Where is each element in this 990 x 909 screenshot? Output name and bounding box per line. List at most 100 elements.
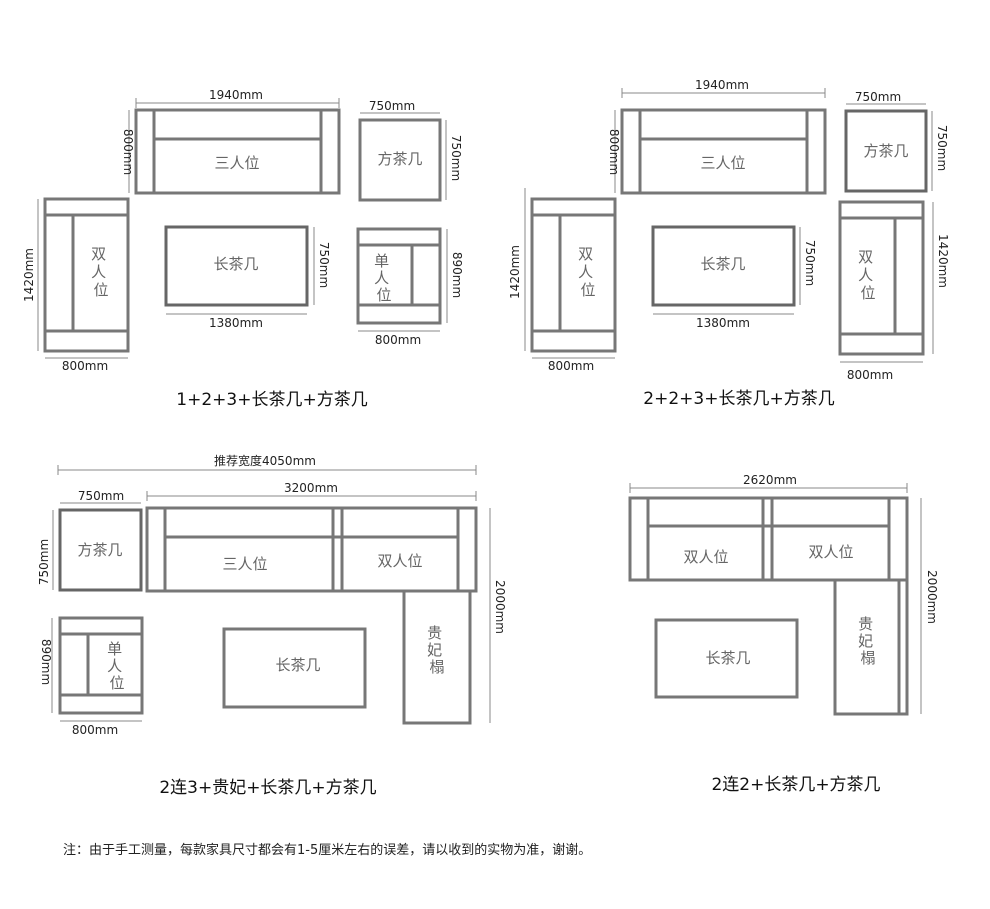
two-seat-sofa-right: 双 人 位 bbox=[838, 200, 925, 356]
layout-4-dimensions: 2620mm 2000mm bbox=[629, 473, 939, 714]
table-depth-dim: 750mm bbox=[317, 242, 331, 288]
sofa-length-dim: 2000mm bbox=[493, 580, 507, 634]
three-seat-label: 三人位 bbox=[700, 154, 745, 172]
square-table: 方茶几 bbox=[844, 109, 928, 193]
two-seat-char-3: 位 bbox=[93, 281, 108, 299]
chaise-char-1: 贵 bbox=[858, 615, 873, 633]
layout-4-caption: 2连2+长茶几+方茶几 bbox=[711, 775, 880, 795]
layout-4: 双人位 双人位 贵 妃 榻 长茶几 2620mm 2000mm 2连2+长茶几+… bbox=[628, 473, 939, 795]
two-seat-char-2: 人 bbox=[91, 263, 106, 281]
square-width-dim: 750mm bbox=[369, 99, 415, 113]
chaise-label: 贵 妃 榻 bbox=[427, 624, 447, 676]
l-sofa: 三人位 双人位 bbox=[145, 506, 478, 593]
chaise-lounge: 贵 妃 榻 bbox=[402, 589, 472, 725]
single-depth-dim: 890mm bbox=[39, 639, 53, 685]
two-seat-left-char-2: 人 bbox=[578, 263, 593, 281]
single-seat-char-1: 单 bbox=[374, 252, 389, 270]
two-seat-left-char-1: 双 bbox=[578, 245, 593, 263]
chaise-label: 贵 妃 榻 bbox=[858, 615, 878, 667]
sofa2-width-dim: 800mm bbox=[548, 359, 594, 373]
two-seat-left-char-3: 位 bbox=[580, 281, 595, 299]
sofa3-width-dim: 1940mm bbox=[695, 78, 749, 92]
sofa-length-dim: 2000mm bbox=[925, 570, 939, 624]
two-seat-label: 双人位 bbox=[377, 552, 422, 570]
square-depth-dim: 750mm bbox=[449, 135, 463, 181]
single-width-dim: 800mm bbox=[72, 723, 118, 737]
sofa3-depth-dim: 800mm bbox=[121, 129, 135, 175]
two-seat-right-label: 双 人 位 bbox=[858, 248, 878, 302]
square-depth-dim: 750mm bbox=[37, 539, 51, 585]
table-width-dim: 1380mm bbox=[209, 316, 263, 330]
sofa3-depth-dim: 800mm bbox=[607, 129, 621, 175]
sofa2-length-dim: 1420mm bbox=[22, 248, 36, 302]
sofa3-width-dim: 1940mm bbox=[209, 88, 263, 102]
three-seat-label: 三人位 bbox=[222, 555, 267, 573]
long-table-label: 长茶几 bbox=[705, 649, 750, 667]
right-width-dim: 800mm bbox=[847, 368, 893, 382]
single-seat-sofa: 单 人 位 bbox=[356, 227, 442, 325]
measurement-note: 注：由于手工测量，每款家具尺寸都会有1-5厘米左右的误差，请以收到的实物为准，谢… bbox=[63, 842, 591, 858]
single-seat-char-2: 人 bbox=[374, 269, 389, 287]
layout-3-caption: 2连3+贵妃+长茶几+方茶几 bbox=[159, 778, 376, 798]
chaise-char-3: 榻 bbox=[860, 649, 875, 667]
two-seat-left-label: 双人位 bbox=[683, 548, 728, 566]
two-seat-sofa-left: 双 人 位 bbox=[530, 197, 617, 353]
three-seat-sofa: 三人位 bbox=[620, 108, 827, 195]
single-width-dim: 800mm bbox=[375, 333, 421, 347]
sofa2-length-dim: 1420mm bbox=[508, 245, 522, 299]
square-width-dim: 750mm bbox=[78, 489, 124, 503]
long-table-label: 长茶几 bbox=[213, 255, 258, 273]
square-width-dim: 750mm bbox=[855, 90, 901, 104]
recommended-width-dim: 推荐宽度4050mm bbox=[214, 453, 316, 468]
two-seat-right-label: 双人位 bbox=[808, 543, 853, 561]
sofa-width-dim: 3200mm bbox=[284, 481, 338, 495]
long-table: 长茶几 bbox=[164, 225, 309, 307]
long-table-label: 长茶几 bbox=[275, 656, 320, 674]
single-depth-dim: 890mm bbox=[450, 252, 464, 298]
two-seat-sofa: 双 人 位 bbox=[43, 197, 130, 353]
sofa2-width-dim: 800mm bbox=[62, 359, 108, 373]
layout-1: 三人位 方茶几 双 人 位 长茶几 bbox=[22, 88, 464, 410]
square-table-label: 方茶几 bbox=[863, 142, 908, 160]
single-seat-char-2: 人 bbox=[107, 657, 122, 675]
single-seat-label: 单 人 位 bbox=[107, 640, 127, 692]
square-table: 方茶几 bbox=[358, 118, 442, 202]
two-seat-char-1: 双 bbox=[91, 245, 106, 263]
table-depth-dim: 750mm bbox=[803, 240, 817, 286]
two-seat-right-char-3: 位 bbox=[860, 284, 875, 302]
square-table: 方茶几 bbox=[58, 508, 143, 592]
square-table-label: 方茶几 bbox=[77, 541, 122, 559]
two-seat-label: 双 人 位 bbox=[91, 245, 111, 299]
long-table-label: 长茶几 bbox=[700, 255, 745, 273]
two-seat-right-char-2: 人 bbox=[858, 266, 873, 284]
square-table-label: 方茶几 bbox=[377, 150, 422, 168]
right-length-dim: 1420mm bbox=[936, 234, 950, 288]
two-seat-right-char-1: 双 bbox=[858, 248, 873, 266]
single-seat-sofa: 单 人 位 bbox=[58, 616, 144, 715]
chaise-char-1: 贵 bbox=[427, 624, 442, 642]
three-seat-label: 三人位 bbox=[214, 154, 259, 172]
layout-2: 三人位 方茶几 双 人 位 长茶几 双 bbox=[508, 78, 950, 409]
layout-1-dimensions: 1940mm 800mm 750mm 750mm 1420mm 800mm 75… bbox=[22, 88, 464, 373]
chaise-lounge: 贵 妃 榻 bbox=[833, 578, 909, 716]
chaise-char-3: 榻 bbox=[429, 658, 444, 676]
layout-1-caption: 1+2+3+长茶几+方茶几 bbox=[176, 390, 367, 410]
layout-3: 方茶几 三人位 双人位 贵 妃 榻 单 bbox=[37, 453, 507, 798]
sofa-width-dim: 2620mm bbox=[743, 473, 797, 487]
single-seat-char-1: 单 bbox=[107, 640, 122, 658]
two-seat-left-label: 双 人 位 bbox=[578, 245, 598, 299]
long-table: 长茶几 bbox=[222, 627, 367, 709]
layout-2-caption: 2+2+3+长茶几+方茶几 bbox=[643, 389, 834, 409]
single-seat-label: 单 人 位 bbox=[374, 252, 394, 304]
single-seat-char-3: 位 bbox=[376, 286, 391, 304]
layout-2-dimensions: 1940mm 800mm 750mm 750mm 1420mm 800mm 75… bbox=[508, 78, 950, 382]
single-seat-char-3: 位 bbox=[109, 674, 124, 692]
chaise-char-2: 妃 bbox=[427, 641, 442, 659]
layout-3-dimensions: 推荐宽度4050mm 750mm 3200mm 750mm 2000mm 890… bbox=[37, 453, 507, 737]
l-sofa: 双人位 双人位 bbox=[628, 496, 909, 582]
square-depth-dim: 750mm bbox=[935, 125, 949, 171]
long-table: 长茶几 bbox=[651, 225, 796, 307]
long-table: 长茶几 bbox=[654, 618, 799, 699]
table-width-dim: 1380mm bbox=[696, 316, 750, 330]
three-seat-sofa: 三人位 bbox=[134, 108, 341, 195]
